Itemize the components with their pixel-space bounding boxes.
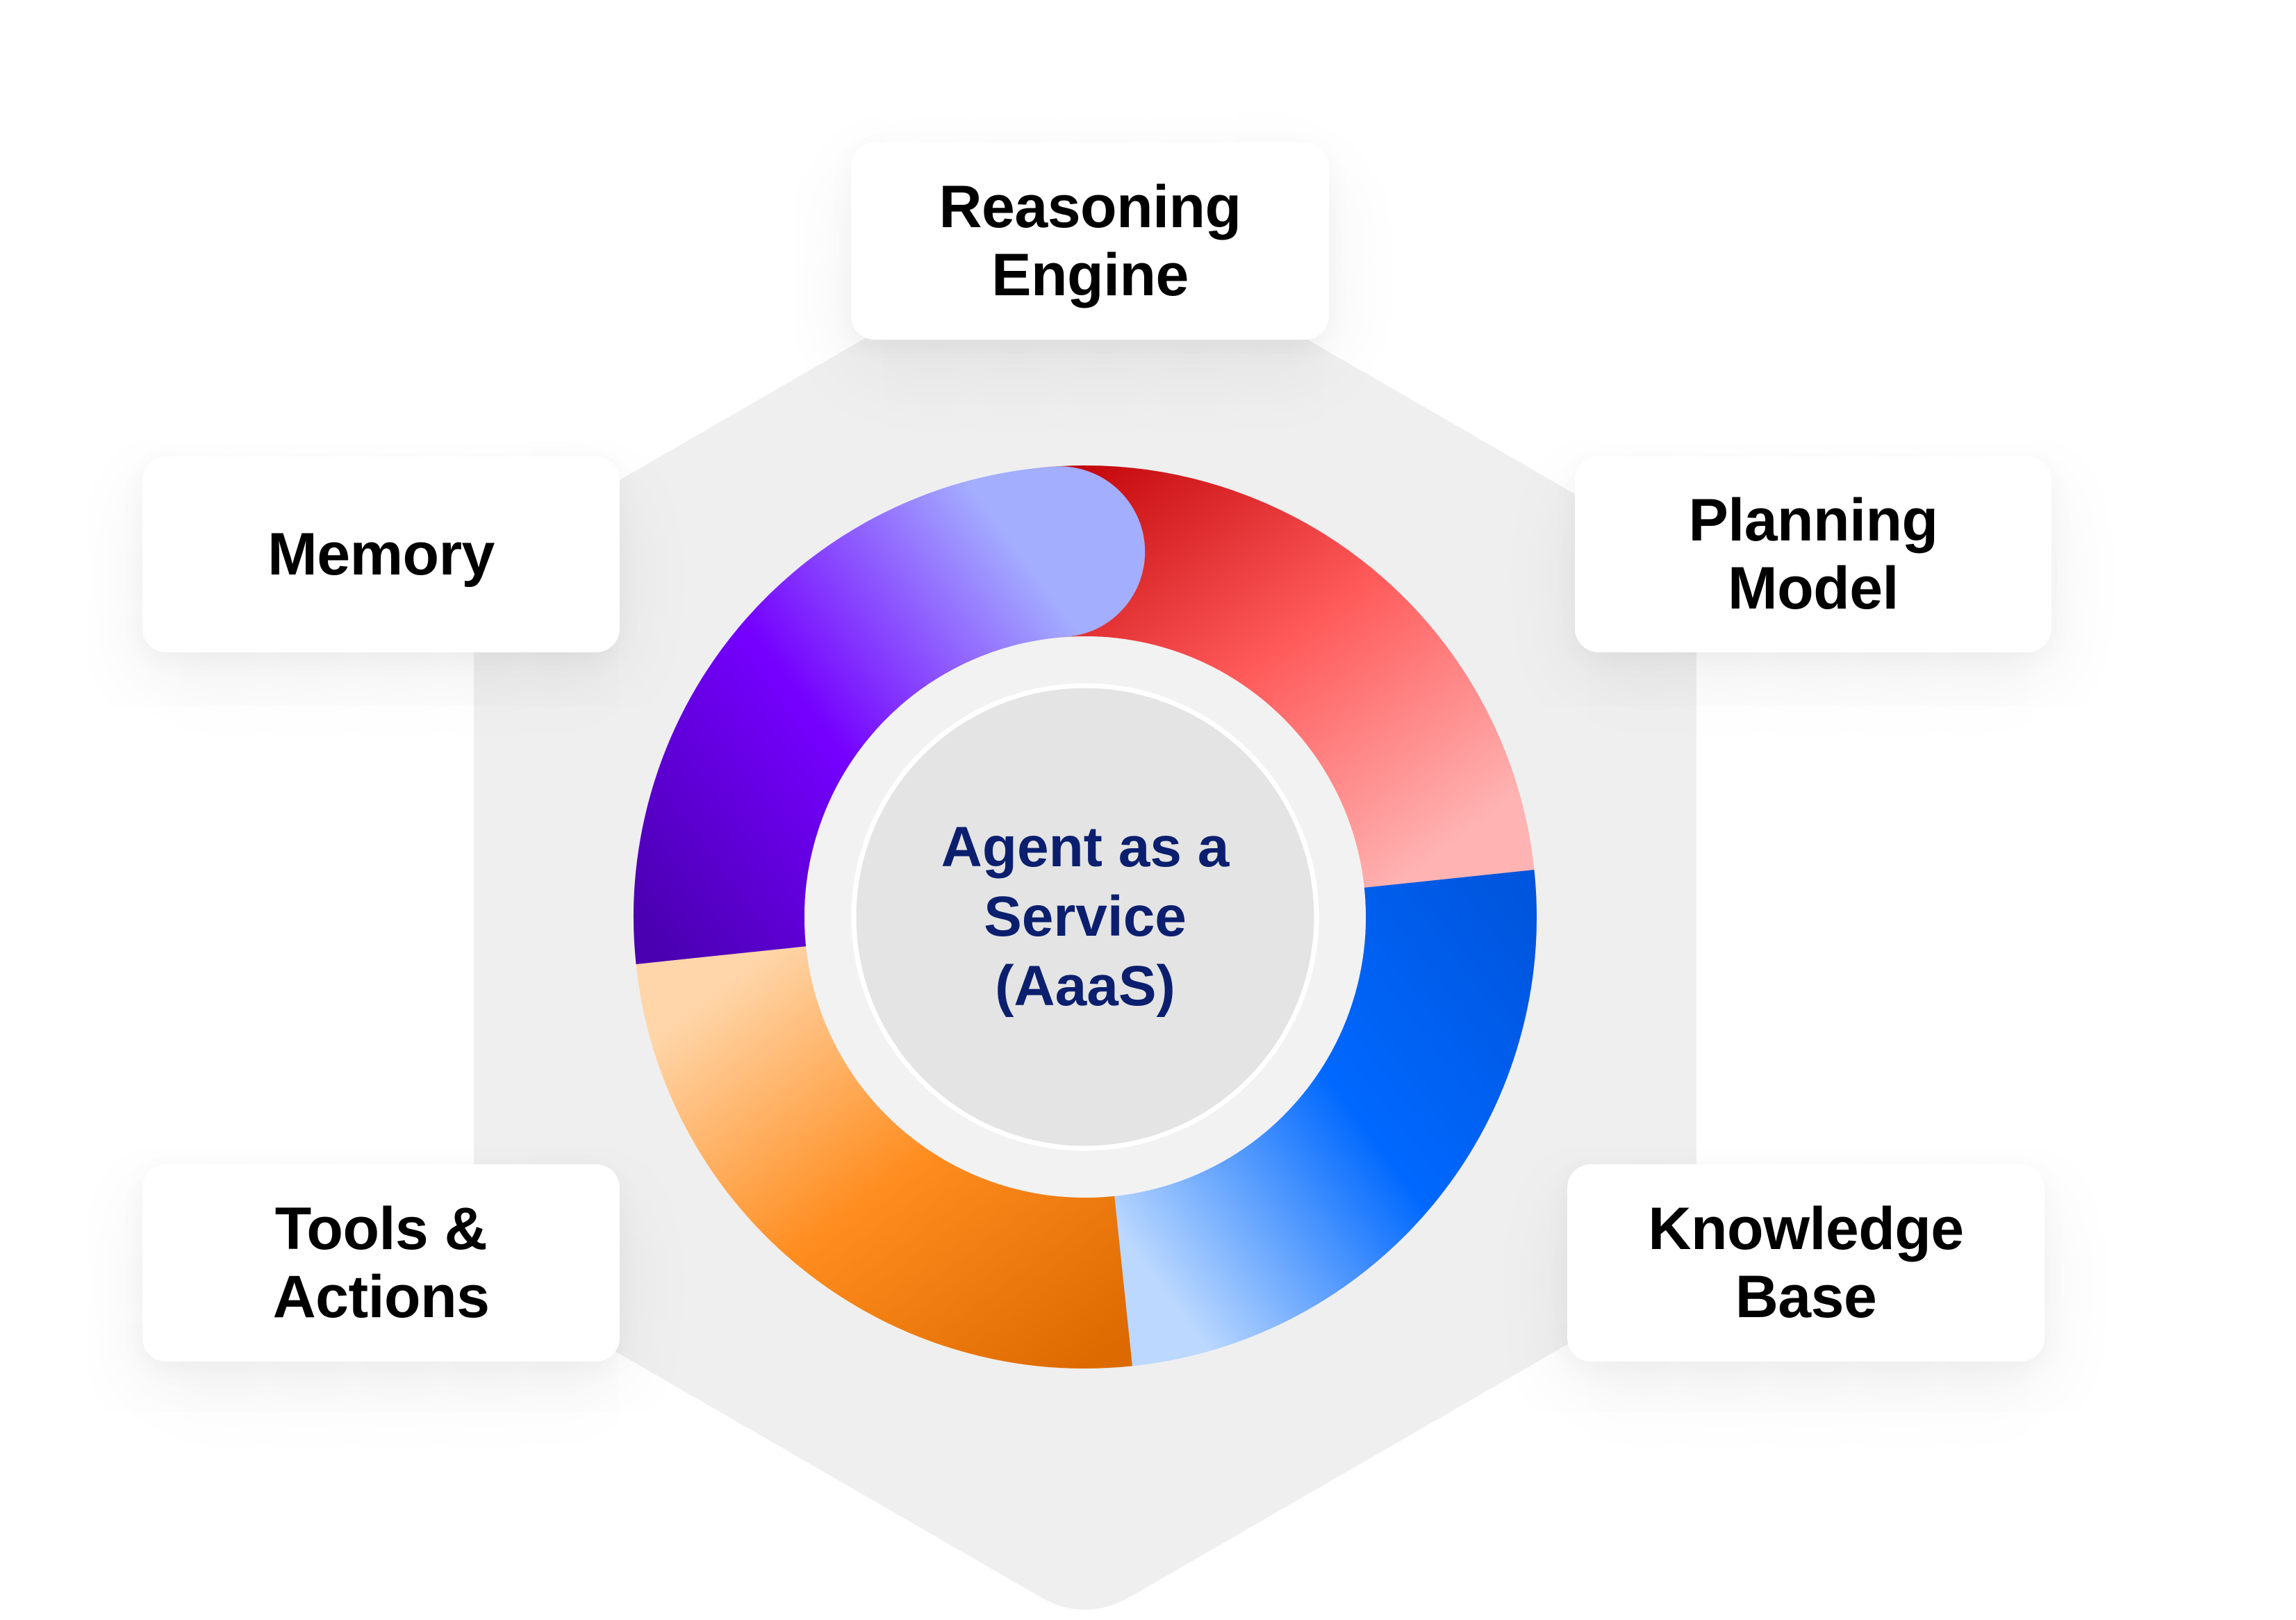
ring-segment-purple [634,466,1067,964]
reasoning-engine-card[interactable]: Reasoning Engine [851,142,1329,340]
center-title: Agent as a Service (AaaS) [941,816,1230,1018]
tools-actions-label: Tools & Actions [272,1196,490,1330]
center-disc [851,683,1319,1151]
planning-model-card[interactable]: Planning Model [1575,456,2051,652]
knowledge-base-card[interactable]: Knowledge Base [1567,1164,2045,1362]
ring-segment-blue [1108,870,1537,1367]
knowledge-base-label: Knowledge Base [1648,1196,1964,1330]
reasoning-engine-label: Reasoning Engine [939,174,1241,308]
memory-card[interactable]: Memory [142,456,620,652]
tools-actions-card[interactable]: Tools & Actions [142,1164,620,1362]
cycle-ring [634,465,1537,1369]
memory-label: Memory [267,521,495,588]
ring-segment-orange [635,940,1132,1369]
planning-model-label: Planning Model [1688,487,1938,622]
ring-cap-purple [974,466,1146,638]
